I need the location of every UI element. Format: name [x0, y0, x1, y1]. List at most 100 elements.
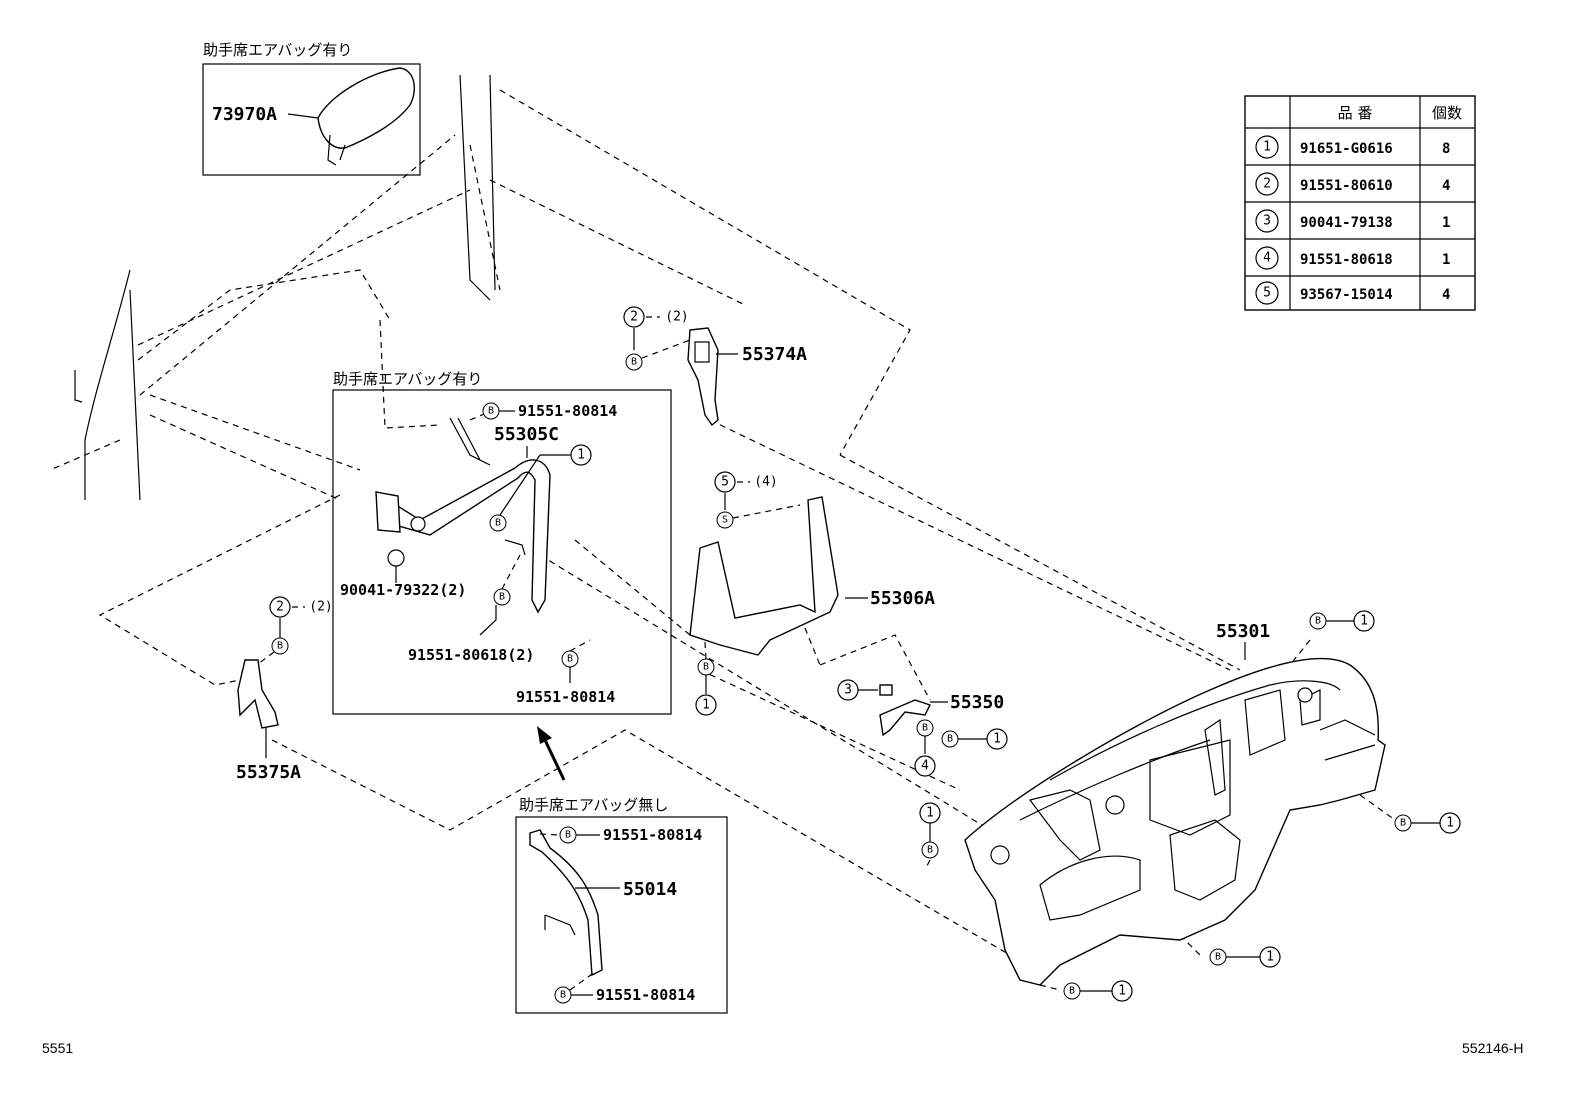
instrument-panel-55301: 55301 B 1 B 1 B 1 B 1 1 B	[919, 610, 1461, 1002]
svg-text:2: 2	[1263, 177, 1271, 192]
svg-text:8: 8	[1442, 141, 1450, 157]
svg-text:B: B	[1315, 616, 1321, 627]
qty-4: (4)	[754, 475, 777, 490]
svg-text:4: 4	[1442, 178, 1450, 194]
part-55305C-label: 55305C	[494, 424, 559, 445]
svg-text:B: B	[1400, 818, 1406, 829]
inset-airbag-mid-frame	[332, 389, 672, 715]
airbag-module	[317, 67, 416, 149]
svg-text:B: B	[495, 518, 501, 529]
bolt-90041-79322-label: 90041-79322(2)	[340, 581, 466, 599]
marker-5	[714, 471, 736, 493]
svg-text:B: B	[947, 734, 953, 745]
inset-no-airbag-label: 助手席エアバッグ無し	[519, 796, 668, 814]
bracket-55306A-shape	[689, 496, 839, 656]
part-55375A-label: 55375A	[236, 762, 301, 783]
svg-text:B: B	[565, 830, 571, 841]
bracket-55350-shape	[879, 699, 931, 737]
marker-1-panel-4	[1111, 980, 1133, 1002]
marker-2-upper	[623, 306, 645, 328]
part-55374A-label: 55374A	[742, 344, 807, 365]
footer-left-code: 5551	[42, 1040, 73, 1056]
bracket-55306A: 55306A 5 (4) S B 1	[689, 471, 935, 716]
svg-text:2: 2	[276, 600, 284, 615]
marker-1-55306A	[695, 694, 717, 716]
table-row: 3 90041-79138 1	[1255, 209, 1450, 233]
inset-airbag-mid: 助手席エアバッグ有り 90041-79322(2) 55305C B 91551…	[332, 370, 672, 715]
svg-text:91551-80610: 91551-80610	[1300, 178, 1393, 194]
reinforcement-55305C	[377, 459, 551, 614]
marker-1-panel-1	[1353, 610, 1375, 632]
svg-text:B: B	[488, 406, 494, 417]
inset-airbag-top-label: 助手席エアバッグ有り	[203, 41, 352, 59]
svg-text:B: B	[499, 592, 505, 603]
svg-text:B: B	[703, 662, 709, 673]
marker-B-panel-5	[921, 841, 939, 859]
table-row: 1 91651-G0616 8	[1255, 135, 1450, 159]
bolt-91551-80814-no-airbag-top: 91551-80814	[603, 826, 702, 844]
bracket-55374A: 55374A 2 (2) B	[623, 306, 807, 427]
svg-text:90041-79138: 90041-79138	[1300, 215, 1393, 231]
table-header-part-no: 品 番	[1338, 104, 1373, 122]
svg-text:1: 1	[1118, 984, 1126, 999]
bracket-55350: 3 55350 B 4 B 1	[837, 679, 1008, 777]
svg-text:B: B	[560, 990, 566, 1001]
svg-text:1: 1	[1360, 614, 1368, 629]
nut-90041	[387, 549, 405, 567]
marker-B-mid-1	[489, 514, 507, 532]
svg-text:1: 1	[577, 448, 585, 463]
qty-2-lower: (2)	[309, 600, 332, 615]
bolt-91551-80814-mid-top: 91551-80814	[518, 402, 617, 420]
svg-text:1: 1	[993, 732, 1001, 747]
svg-text:3: 3	[1263, 214, 1271, 229]
svg-text:5: 5	[1263, 286, 1271, 301]
svg-text:B: B	[922, 723, 928, 734]
svg-text:S: S	[722, 515, 728, 526]
inset-airbag-mid-label: 助手席エアバッグ有り	[333, 370, 482, 388]
svg-text:B: B	[1215, 952, 1221, 963]
clip-3	[879, 684, 893, 696]
inset-no-airbag-frame	[515, 816, 728, 1014]
part-55306A-label: 55306A	[870, 588, 935, 609]
svg-text:4: 4	[1263, 251, 1271, 266]
svg-text:B: B	[927, 845, 933, 856]
bolt-91551-80618-label: 91551-80618(2)	[408, 646, 534, 664]
svg-text:1: 1	[1446, 816, 1454, 831]
table-row: 4 91551-80618 1	[1255, 246, 1450, 270]
bracket-55375A-shape	[237, 659, 279, 729]
svg-text:5: 5	[721, 475, 729, 490]
bolt-91551-80814-mid-bottom: 91551-80814	[516, 688, 615, 706]
svg-text:1: 1	[926, 806, 934, 821]
svg-text:93567-15014: 93567-15014	[1300, 287, 1393, 303]
body-structure	[49, 74, 911, 686]
svg-text:B: B	[277, 641, 283, 652]
marker-S	[716, 511, 734, 529]
marker-2-lower	[269, 596, 291, 618]
qty-2-upper: (2)	[665, 310, 688, 325]
footer-right-code: 552146-H	[1462, 1040, 1524, 1056]
svg-text:B: B	[631, 357, 637, 368]
inset-no-airbag: 助手席エアバッグ無し B 91551-80814 55014 B 91551-8…	[515, 796, 728, 1014]
bracket-55375A: 55375A 2 (2) B	[236, 596, 333, 783]
marker-1-55350	[986, 728, 1008, 750]
part-55350-label: 55350	[950, 692, 1004, 713]
svg-text:91551-80618: 91551-80618	[1300, 252, 1393, 268]
marker-4	[914, 755, 936, 777]
svg-text:3: 3	[844, 683, 852, 698]
inset-airbag-top: 助手席エアバッグ有り 73970A	[202, 41, 421, 176]
inset-airbag-top-frame	[202, 63, 421, 176]
table-row: 2 91551-80610 4	[1255, 172, 1450, 196]
parts-table: 品 番 個数 1 91651-G0616 8 2 91551-80610 4 3…	[1244, 95, 1476, 311]
svg-text:4: 4	[1442, 287, 1450, 303]
marker-1-panel-3	[1259, 946, 1281, 968]
svg-text:1: 1	[1442, 252, 1450, 268]
arrow-inset-link	[537, 726, 566, 781]
stay-55014	[529, 829, 603, 977]
marker-1-panel-2	[1439, 812, 1461, 834]
svg-text:1: 1	[702, 698, 710, 713]
svg-text:91651-G0616: 91651-G0616	[1300, 141, 1393, 157]
svg-text:1: 1	[1263, 140, 1271, 155]
part-73970A-label: 73970A	[212, 104, 277, 125]
table-header-qty: 個数	[1432, 104, 1462, 122]
